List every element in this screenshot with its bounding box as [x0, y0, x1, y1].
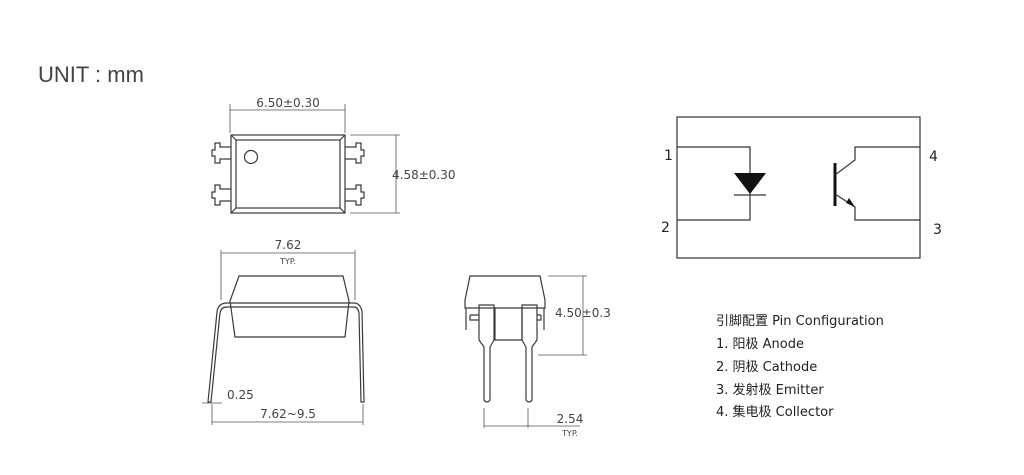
height-dim-label: 4.50±0.3	[555, 306, 611, 320]
pin1-marker	[243, 149, 259, 165]
pitch-note: TYP.	[561, 429, 578, 438]
pin-label-3: 3	[933, 222, 942, 238]
top-view: 6.50±0.30 4.58±0.30	[211, 96, 456, 214]
pin-configuration: 引脚配置 Pin Configuration 1. 阳极 Anode 2. 阴极…	[716, 313, 884, 420]
pitch-dim-label: 2.54	[557, 412, 584, 426]
pin-label-2: 2	[661, 220, 670, 236]
lead-span-note: TYP.	[279, 257, 296, 266]
body-outline	[230, 134, 346, 214]
pin-config-item: 2. 阴极 Cathode	[716, 360, 817, 375]
diode-icon	[734, 173, 766, 194]
front-view: 4.50±0.3 2.54 TYP.	[464, 275, 611, 438]
pin-config-item: 3. 发射极 Emitter	[716, 382, 824, 398]
pin-label-4: 4	[929, 149, 938, 165]
side-view: 7.62 TYP. 0.25 7.62~9.5	[202, 238, 365, 425]
pin-right	[521, 304, 538, 403]
schematic-box	[676, 116, 921, 259]
unit-label: UNIT : mm	[38, 62, 144, 87]
pin-config-item: 1. 阳极 Anode	[716, 337, 804, 352]
width-dim-label: 6.50±0.30	[256, 96, 320, 110]
pin-label-1: 1	[664, 148, 673, 164]
lead-spread-label: 7.62~9.5	[260, 407, 316, 421]
pin-config-item: 4. 集电极 Collector	[716, 404, 834, 420]
schematic: 1 2 3 4	[661, 116, 942, 259]
pin-left	[478, 304, 495, 403]
pin-config-title: 引脚配置 Pin Configuration	[716, 313, 884, 329]
body-outline	[464, 275, 546, 309]
lead-thickness-label: 0.25	[227, 388, 254, 402]
height-dim-label: 4.58±0.30	[392, 168, 456, 182]
lead-span-label: 7.62	[275, 238, 302, 252]
body-outline	[229, 275, 350, 338]
leads	[207, 302, 365, 403]
